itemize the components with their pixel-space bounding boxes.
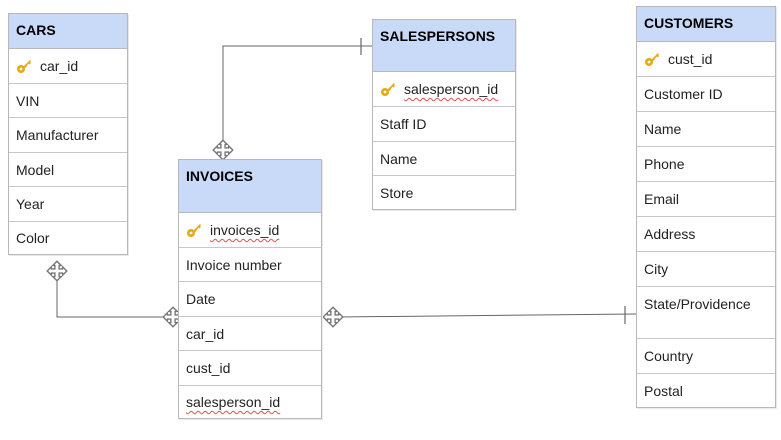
table-field: Staff ID <box>373 107 515 142</box>
table-field: Phone <box>637 147 775 182</box>
customers-invoices-link[interactable] <box>322 306 637 328</box>
table-field: City <box>637 252 775 287</box>
table-header: CUSTOMERS <box>637 7 775 42</box>
table-field: cust_id <box>179 351 321 386</box>
table-field: Customer ID <box>637 77 775 112</box>
many-end-marker <box>322 306 344 328</box>
table-field: Color <box>16 230 50 246</box>
field-label: salesperson_id <box>186 394 281 410</box>
table-field: Date <box>179 282 321 317</box>
table-field-pk: car_id <box>9 49 127 84</box>
many-end-marker <box>46 260 68 282</box>
table-field: Email <box>637 182 775 217</box>
table-salespersons[interactable]: SALESPERSONS salesperson_id Staff ID Nam… <box>372 19 516 210</box>
table-header: INVOICES <box>179 160 321 213</box>
table-field: salesperson_id <box>179 386 321 418</box>
key-icon <box>187 224 201 237</box>
table-cars[interactable]: CARS car_id VIN Manufacturer Model Year … <box>8 13 128 255</box>
table-field: VIN <box>9 84 127 118</box>
table-field: Year <box>9 187 127 222</box>
table-field: Name <box>637 112 775 147</box>
table-field: Name <box>373 142 515 176</box>
field-label: car_id <box>40 58 79 74</box>
table-field: Invoice number <box>179 248 321 282</box>
table-field-pk: invoices_id <box>179 213 321 248</box>
table-header: SALESPERSONS <box>373 20 515 72</box>
table-field: Manufacturer <box>9 118 127 153</box>
table-invoices[interactable]: INVOICES invoices_id Invoice number Date… <box>178 159 322 419</box>
table-field: Address <box>637 217 775 252</box>
table-field: Store <box>380 184 414 201</box>
table-field: car_id <box>179 317 321 351</box>
field-label: cust_id <box>668 51 713 67</box>
key-icon <box>381 83 395 96</box>
table-field-pk: cust_id <box>637 42 775 77</box>
table-customers[interactable]: CUSTOMERS cust_id Customer ID Name Phone… <box>636 6 776 408</box>
key-icon <box>17 60 31 73</box>
table-field-pk: salesperson_id <box>373 72 515 107</box>
key-icon <box>645 53 659 66</box>
table-field: Model <box>9 153 127 187</box>
field-label: invoices_id <box>210 222 280 238</box>
table-field: Postal <box>644 382 683 399</box>
cars-invoices-link[interactable] <box>46 260 184 328</box>
salespersons-invoices-link[interactable] <box>212 38 372 161</box>
table-field: State/Providence <box>637 287 775 339</box>
many-end-marker <box>212 139 234 161</box>
field-label: salesperson_id <box>404 81 499 97</box>
table-header: CARS <box>9 14 127 49</box>
table-field: Country <box>637 339 775 374</box>
